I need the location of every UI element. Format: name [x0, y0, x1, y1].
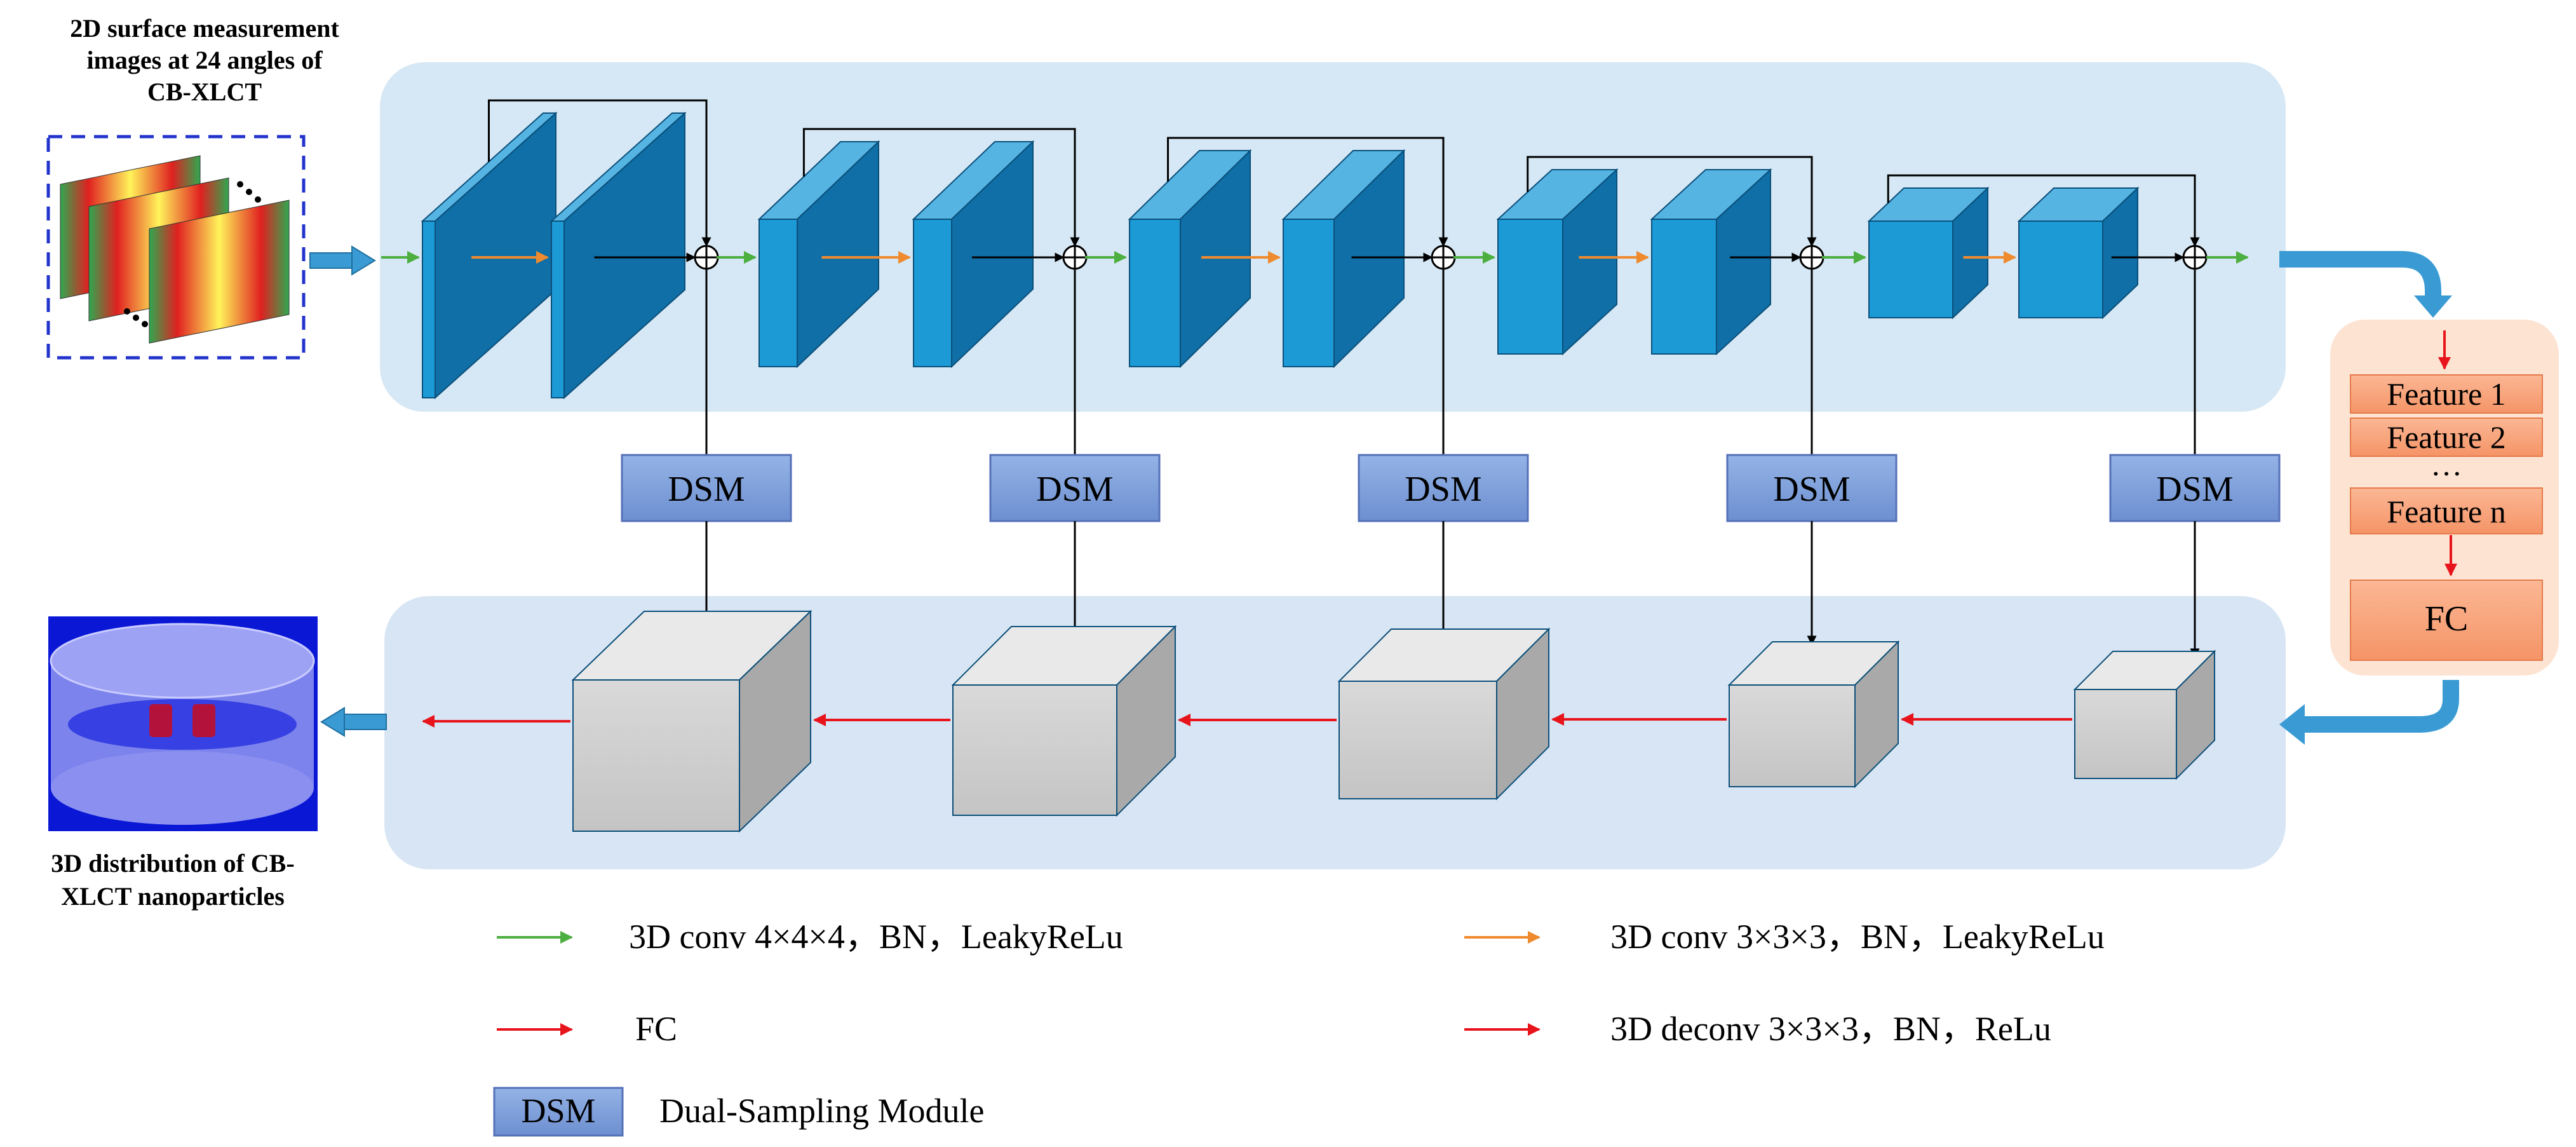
feature-block-front — [1283, 219, 1335, 367]
dsm-label: DSM — [668, 470, 745, 509]
ellipsis-dot — [246, 189, 252, 195]
input-image-group: 2D surface measurement images at 24 angl… — [46, 14, 339, 360]
encoder-to-feature-arrow — [2279, 251, 2441, 299]
legend-label-fc: FC — [635, 1010, 677, 1048]
legend-label-conv3: 3D conv 3×3×3，BN，LeakyReLu — [1610, 918, 2105, 956]
encoder-to-feature-arrow-head — [2414, 295, 2452, 318]
decoder-block-4-front — [1729, 684, 1856, 787]
feature-box-1 — [2350, 374, 2543, 414]
feature-label-n: Feature n — [2387, 494, 2505, 529]
legend-label-conv4: 3D conv 4×4×4，BN，LeakyReLu — [629, 918, 1123, 956]
decoder-block-3-front — [1339, 681, 1497, 799]
skip-connection — [1887, 174, 2200, 247]
feature-block-front — [1651, 219, 1717, 355]
ellipsis-dot — [237, 181, 243, 187]
skip-connection — [1167, 137, 1448, 247]
dsm-box — [1358, 454, 1529, 522]
feature-block-front — [2018, 221, 2103, 318]
fc-to-decoder-arrow — [2300, 680, 2459, 733]
input-title-line-2: images at 24 angles of — [86, 46, 323, 74]
feature-box-2 — [2350, 417, 2543, 457]
output-arrow-head — [320, 707, 345, 737]
input-title-line-1: 2D surface measurement — [70, 14, 339, 43]
feature-label-1: Feature 1 — [2387, 376, 2505, 412]
particle-1 — [149, 704, 172, 737]
fc-to-decoder-arrow-head — [2279, 704, 2305, 745]
ellipsis-dot — [142, 321, 148, 327]
dsm-box — [2109, 454, 2281, 522]
cylinder-inner — [68, 699, 297, 750]
dsm-label: DSM — [1405, 470, 1481, 509]
dsm-box — [989, 454, 1161, 522]
legend-label-deconv: 3D deconv 3×3×3，BN，ReLu — [1610, 1010, 2051, 1048]
output-title-line-2: XLCT nanoparticles — [61, 882, 285, 911]
feature-block-front — [759, 219, 798, 367]
encoder-stage-2 — [717, 128, 1088, 369]
ellipsis-dot — [255, 196, 261, 203]
cylinder-top-rim — [50, 623, 315, 699]
fc-box — [2350, 580, 2543, 661]
skip-connection — [802, 128, 1080, 247]
input-arrow-shaft — [309, 252, 354, 269]
particle-2 — [192, 704, 215, 737]
output-arrow-shaft — [342, 714, 387, 730]
feature-block-front — [1129, 219, 1181, 367]
input-dashed-box — [46, 135, 306, 360]
feature-box-n — [2350, 487, 2543, 534]
encoder-stage-1 — [381, 99, 719, 400]
encoder — [381, 99, 2249, 400]
input-arrow-head — [351, 245, 376, 276]
feature-block-front — [1497, 219, 1563, 355]
skip-connection — [488, 99, 711, 247]
feature-stack: Feature 1 Feature 2 … Feature n FC — [2350, 330, 2543, 661]
dsm-label: DSM — [1036, 470, 1113, 509]
legend-dsm-desc: Dual-Sampling Module — [659, 1092, 984, 1130]
feature-block-front — [422, 221, 436, 398]
output-image: 3D distribution of CB- XLCT nanoparticle… — [48, 616, 318, 911]
decoder-block-1-front — [572, 679, 740, 832]
dsm-label: DSM — [1773, 470, 1850, 509]
encoder-stage-5 — [1822, 174, 2208, 320]
feature-label-2: Feature 2 — [2387, 419, 2505, 455]
encoder-stage-3 — [1085, 137, 1456, 369]
encoder-stage-4 — [1453, 156, 1824, 356]
fc-label: FC — [2425, 599, 2469, 639]
dsm-box — [621, 454, 792, 522]
feature-block-front — [1868, 221, 1953, 318]
dsm-modules: DSM DSM DSM DSM DSM — [621, 269, 2281, 658]
output-title-line-1: 3D distribution of CB- — [51, 849, 294, 878]
dsm-box — [1726, 454, 1898, 522]
feature-block-front — [551, 221, 565, 398]
decoder-block-5-front — [2074, 689, 2177, 779]
decoder — [422, 609, 2216, 833]
skip-connection — [1527, 156, 1817, 247]
feature-ellipsis: … — [2431, 447, 2462, 482]
projection-image-3 — [149, 200, 290, 344]
legend-dsm-box-label: DSM — [521, 1092, 595, 1130]
ellipsis-dot — [124, 308, 130, 315]
feature-block-front — [913, 219, 952, 367]
legend-dsm-box — [493, 1087, 624, 1137]
ellipsis-dot — [133, 315, 139, 321]
decoder-block-2-front — [952, 684, 1117, 816]
legend: 3D conv 4×4×4，BN，LeakyReLu 3D conv 3×3×3… — [493, 918, 2105, 1137]
input-title-line-3: CB-XLCT — [147, 78, 262, 106]
dsm-label: DSM — [2156, 470, 2233, 509]
cylinder-bottom — [51, 751, 314, 825]
